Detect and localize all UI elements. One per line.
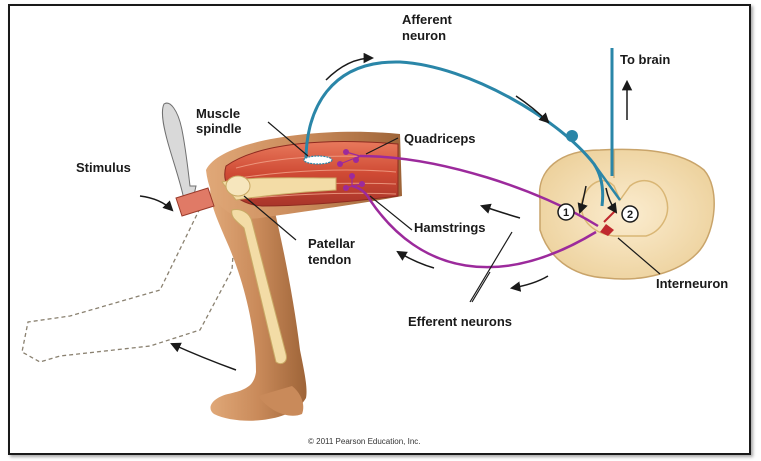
copyright-text: © 2011 Pearson Education, Inc. bbox=[308, 437, 420, 446]
svg-text:1: 1 bbox=[563, 207, 569, 219]
dorsal-root-ganglion bbox=[566, 130, 578, 142]
stimulus-label: Stimulus bbox=[76, 160, 131, 175]
patella bbox=[226, 176, 250, 196]
interneuron-label: Interneuron bbox=[656, 276, 728, 291]
afferent-label: Afferent bbox=[402, 12, 453, 27]
afferent-label-2: neuron bbox=[402, 28, 446, 43]
quadriceps-label: Quadriceps bbox=[404, 131, 476, 146]
patellar-tendon-label: Patellar bbox=[308, 236, 355, 251]
reflex-hammer bbox=[162, 103, 196, 204]
hamstrings-label: Hamstrings bbox=[414, 220, 486, 235]
hammer-head bbox=[176, 188, 214, 216]
leg-swing-outline bbox=[22, 196, 236, 362]
muscle-spindle-label-2: spindle bbox=[196, 121, 242, 136]
marker-1: 1 bbox=[558, 204, 574, 220]
efferent-neurons-label: Efferent neurons bbox=[408, 314, 512, 329]
marker-2: 2 bbox=[622, 206, 638, 222]
muscle-spindle bbox=[304, 156, 332, 164]
svg-text:2: 2 bbox=[627, 209, 633, 221]
muscle-spindle-label: Muscle bbox=[196, 106, 240, 121]
to-brain-label: To brain bbox=[620, 52, 670, 67]
patellar-tendon-label-2: tendon bbox=[308, 252, 351, 267]
